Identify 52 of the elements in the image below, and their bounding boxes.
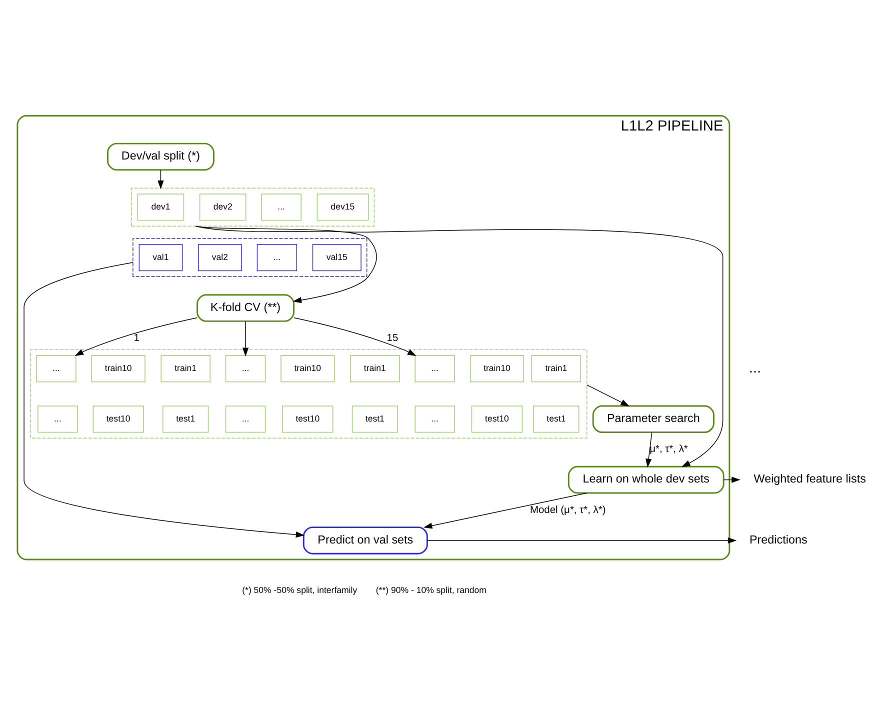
node-box: test10	[282, 406, 334, 433]
node-box: ...	[414, 406, 455, 433]
node-box: ...	[36, 355, 76, 382]
node-box: ...	[38, 406, 78, 433]
node-box: test10	[92, 406, 144, 433]
node-box: ...	[414, 355, 455, 382]
node-box: train1	[160, 355, 210, 382]
node-box: dev15	[316, 194, 369, 221]
arrow	[74, 317, 198, 356]
node-box: dev2	[199, 194, 246, 221]
label: (*) 50% -50% split, interfamily	[242, 585, 358, 596]
node-box: test1	[533, 406, 580, 433]
arrow	[242, 320, 249, 357]
node-text: Predictions	[750, 533, 808, 546]
arrow	[646, 432, 652, 468]
arrow	[423, 492, 588, 529]
node-box: train10	[470, 355, 524, 382]
label: ...	[748, 360, 762, 376]
arrow	[24, 262, 305, 538]
edge-label: μ*, τ*, λ*	[650, 444, 688, 456]
node-box: Predict on val sets	[302, 526, 428, 554]
node-box: train10	[280, 355, 335, 382]
node-box: ...	[225, 406, 266, 433]
node-text: Weighted feature lists	[754, 472, 866, 486]
node-box: test1	[352, 406, 398, 433]
node-box: val15	[312, 244, 362, 272]
node-box: train1	[531, 355, 582, 382]
node-box: Parameter search	[592, 405, 714, 434]
edge-label: 15	[386, 333, 398, 344]
cluster	[131, 188, 375, 227]
node-box: ...	[261, 194, 302, 221]
node-box: ...	[225, 355, 266, 382]
arrow	[294, 317, 416, 356]
label: (**) 90% - 10% split, random	[376, 585, 486, 596]
node-box: train1	[350, 355, 400, 382]
node-box: test1	[162, 406, 209, 433]
node-box: val2	[198, 244, 242, 272]
node-box: train10	[91, 355, 146, 382]
edge-label: 1	[134, 333, 140, 344]
node-box: ...	[256, 244, 298, 272]
node-box: val1	[138, 244, 183, 272]
node-box: test10	[471, 406, 523, 433]
arrow	[586, 384, 630, 406]
arrow	[426, 537, 737, 544]
cluster	[132, 238, 368, 277]
node-box: K-fold CV (**)	[196, 294, 294, 322]
arrow	[158, 170, 164, 190]
arrow	[195, 226, 724, 468]
edge-label: Model (μ*, τ*, λ*)	[530, 504, 606, 516]
node-box: Learn on whole dev sets	[568, 466, 724, 494]
node-box: Dev/val split (*)	[107, 142, 214, 171]
node-box: dev1	[137, 194, 184, 221]
